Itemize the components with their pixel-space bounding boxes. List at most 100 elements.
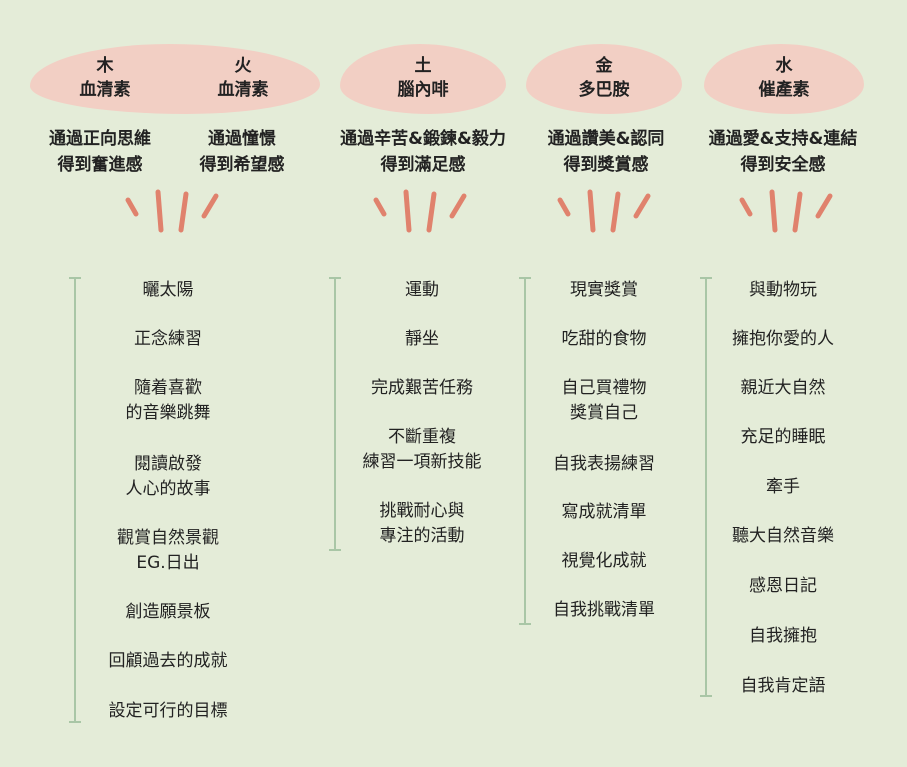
item-text: 充足的睡眠: [740, 427, 826, 447]
header-blob-metal: [526, 44, 682, 114]
column-line-cap: [69, 721, 81, 723]
list-item: 感恩日記: [703, 574, 863, 599]
item-text: EG.日出: [136, 553, 200, 573]
list-item: 自我肯定語: [703, 674, 863, 699]
list-item: 自我擁抱: [703, 624, 863, 649]
item-text: 聽大自然音樂: [732, 526, 834, 546]
item-text: 不斷重複: [388, 427, 456, 447]
subtitle-line: 得到滿足感: [380, 155, 466, 175]
list-item: 寫成就清單: [524, 500, 684, 525]
list-item: 隨着喜歡的音樂跳舞: [88, 376, 248, 426]
item-text: 與動物玩: [749, 280, 817, 300]
item-text: 自我挑戰清單: [553, 600, 655, 620]
item-text: 的音樂跳舞: [125, 403, 211, 423]
item-text: 正念練習: [134, 329, 202, 349]
column-line-cap: [329, 277, 341, 279]
list-item: 創造願景板: [88, 600, 248, 625]
list-item: 吃甜的食物: [524, 327, 684, 352]
column-line-1: [74, 278, 76, 722]
item-text: 感恩日記: [749, 576, 817, 596]
column-line-cap: [329, 549, 341, 551]
element-name: 土: [414, 56, 432, 76]
list-item: 充足的睡眠: [703, 425, 863, 450]
list-item: 曬太陽: [88, 278, 248, 303]
header-blob-wood-fire: [30, 44, 320, 114]
item-text: 視覺化成就: [561, 551, 647, 571]
item-text: 寫成就清單: [561, 502, 647, 522]
list-item: 與動物玩: [703, 278, 863, 303]
list-item: 擁抱你愛的人: [703, 327, 863, 352]
subtitle-line: 得到安全感: [740, 155, 826, 175]
item-text: 專注的活動: [379, 526, 465, 546]
item-text: 隨着喜歡: [134, 378, 202, 398]
item-text: 擁抱你愛的人: [732, 329, 834, 349]
rays-icon-wood-fire: [125, 189, 219, 233]
item-text: 創造願景板: [125, 602, 211, 622]
list-item: 牽手: [703, 475, 863, 500]
rays-icon-metal: [557, 189, 651, 233]
rays-icon-earth: [373, 189, 467, 233]
element-name: 金: [595, 56, 613, 76]
item-text: 自己買禮物: [561, 378, 647, 398]
list-item: 回顧過去的成就: [88, 649, 248, 674]
item-text: 現實獎賞: [570, 280, 638, 300]
list-item: 親近大自然: [703, 376, 863, 401]
list-item: 自我表揚練習: [524, 452, 684, 477]
item-text: 親近大自然: [740, 378, 826, 398]
subtitle-line: 得到希望感: [199, 155, 285, 175]
subtitle-line: 通過正向思維: [49, 129, 151, 149]
list-item: 不斷重複練習一項新技能: [342, 425, 502, 475]
subtitle-line: 通過憧憬: [208, 129, 276, 149]
element-earth: 土 腦內啡: [368, 54, 478, 102]
list-item: 觀賞自然景觀 EG.日出: [88, 526, 248, 576]
column-line-cap: [700, 695, 712, 697]
rays-icon-water: [739, 189, 833, 233]
header-blob-water: [704, 44, 864, 114]
element-name: 水: [775, 56, 793, 76]
element-metal: 金 多巴胺: [549, 54, 659, 102]
element-name: 火: [234, 56, 252, 76]
column-line-cap: [519, 623, 531, 625]
item-text: 練習一項新技能: [362, 452, 482, 472]
column-line-cap: [519, 277, 531, 279]
element-water: 水 催產素: [729, 54, 839, 102]
subtitle-line: 通過愛&支持&連結: [708, 129, 858, 149]
list-item: 自己買禮物獎賞自己: [524, 376, 684, 426]
hormone-name: 多巴胺: [578, 80, 630, 100]
element-wood: 木 血清素: [50, 54, 160, 102]
subtitle-line: 通過辛苦&鍛鍊&毅力: [340, 129, 506, 149]
list-item: 設定可行的目標: [88, 699, 248, 724]
list-item: 自我挑戰清單: [524, 598, 684, 623]
item-text: 曬太陽: [142, 280, 194, 300]
item-text: 挑戰耐心與: [379, 501, 465, 521]
list-item: 聽大自然音樂: [703, 524, 863, 549]
item-text: 設定可行的目標: [108, 701, 228, 721]
subtitle-fire: 通過憧憬 得到希望感: [172, 126, 312, 178]
subtitle-earth: 通過辛苦&鍛鍊&毅力 得到滿足感: [318, 126, 528, 178]
list-item: 視覺化成就: [524, 549, 684, 574]
hormone-name: 腦內啡: [397, 80, 449, 100]
column-line-3: [524, 278, 526, 624]
hormone-name: 血清素: [79, 80, 131, 100]
item-text: 觀賞自然景觀: [117, 528, 219, 548]
column-line-2: [334, 278, 336, 550]
item-text: 自我擁抱: [749, 626, 817, 646]
hormone-name: 催產素: [758, 80, 810, 100]
list-item: 現實獎賞: [524, 278, 684, 303]
item-text: 獎賞自己: [570, 403, 638, 423]
list-item: 靜坐: [342, 327, 502, 352]
subtitle-water: 通過愛&支持&連結 得到安全感: [690, 126, 876, 178]
list-item: 挑戰耐心與專注的活動: [342, 499, 502, 549]
subtitle-metal: 通過讚美&認同 得到獎賞感: [526, 126, 686, 178]
subtitle-line: 得到獎賞感: [563, 155, 649, 175]
item-text: 靜坐: [405, 329, 439, 349]
element-fire: 火 血清素: [188, 54, 298, 102]
list-item: 運動: [342, 278, 502, 303]
item-text: 自我肯定語: [740, 676, 826, 696]
column-line-4: [705, 278, 707, 696]
item-text: 完成艱苦任務: [371, 378, 473, 398]
item-text: 運動: [405, 280, 439, 300]
subtitle-wood: 通過正向思維 得到奮進感: [20, 126, 180, 178]
item-text: 牽手: [766, 477, 800, 497]
list-item: 正念練習: [88, 327, 248, 352]
